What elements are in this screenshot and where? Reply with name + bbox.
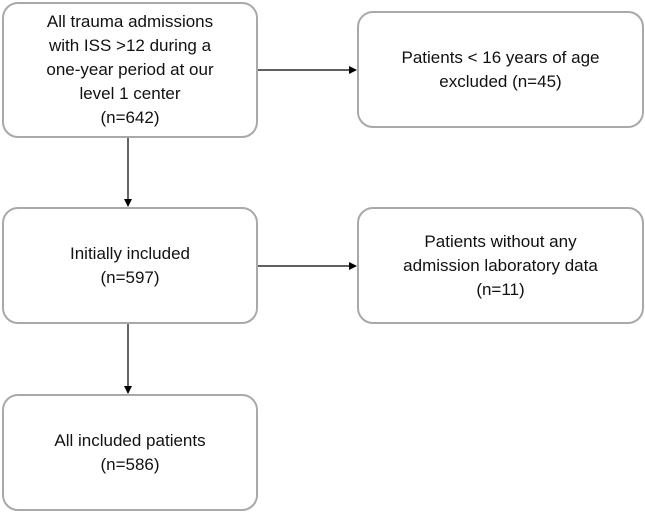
all-admissions-count: (n=642) xyxy=(100,108,160,127)
all-admissions-line-2: with ISS >12 during a xyxy=(48,36,212,55)
excluded-lab-box: Patients without any admission laborator… xyxy=(357,207,644,324)
excluded-age-box: Patients < 16 years of age excluded (n=4… xyxy=(357,11,644,128)
all-included-label: All included patients xyxy=(54,430,206,450)
initially-included-box: Initially included (n=597) xyxy=(2,207,258,324)
all-admissions-line-1: All trauma admissions xyxy=(46,12,214,31)
all-included-count: (n=586) xyxy=(100,454,160,474)
excluded-lab-line-1: Patients without any xyxy=(424,231,577,251)
all-admissions-line-4: level 1 center xyxy=(79,84,181,103)
all-admissions-box: All trauma admissions with ISS >12 durin… xyxy=(2,2,258,138)
all-admissions-line-3: one-year period at our xyxy=(46,60,214,79)
all-included-box: All included patients (n=586) xyxy=(2,394,258,511)
excluded-lab-count: (n=11) xyxy=(476,279,525,299)
excluded-age-line-2: excluded (n=45) xyxy=(439,71,562,91)
excluded-age-line-1: Patients < 16 years of age xyxy=(401,47,600,67)
initially-included-label: Initially included xyxy=(69,243,190,263)
initially-included-count: (n=597) xyxy=(100,267,160,287)
excluded-lab-line-2: admission laboratory data xyxy=(403,255,598,275)
